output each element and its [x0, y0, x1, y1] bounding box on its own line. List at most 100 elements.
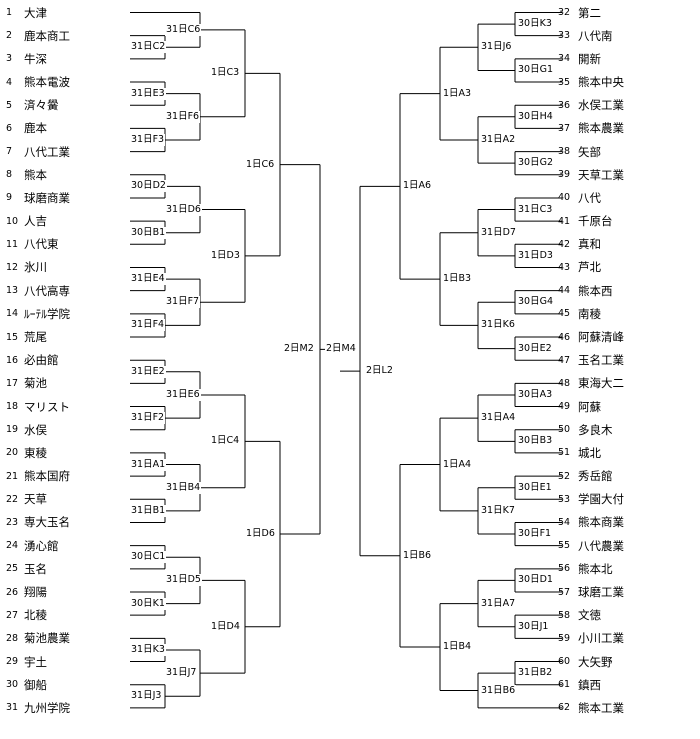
team-number: 22	[6, 493, 19, 505]
team-number: 47	[558, 354, 571, 366]
team-name: 八代	[578, 190, 601, 205]
match-label: 1日B6	[402, 549, 433, 562]
team-number: 20	[6, 447, 19, 459]
semifinal-label: 2日M2	[283, 343, 315, 356]
team-name: 大矢野	[578, 654, 613, 669]
team-number: 43	[558, 261, 571, 273]
team-number: 26	[6, 586, 19, 598]
team-name: 玉名工業	[578, 353, 624, 368]
team-name: 八代高専	[24, 283, 70, 298]
team-row: 54 熊本商業	[558, 513, 693, 531]
match-label: 30日A3	[517, 388, 554, 401]
match-label: 31日K3	[130, 643, 166, 656]
team-name: 熊本商業	[578, 515, 624, 530]
team-name: 学園大付	[578, 492, 624, 507]
team-number: 35	[558, 76, 571, 88]
team-name: 熊本工業	[578, 700, 624, 715]
team-number: 48	[558, 377, 571, 389]
team-row: 43 芦北	[558, 258, 693, 276]
team-number: 16	[6, 354, 19, 366]
match-label: 31日D6	[165, 203, 202, 216]
match-label: 1日A4	[442, 458, 473, 471]
team-number: 8	[6, 169, 13, 181]
team-name: 牛深	[24, 51, 47, 66]
team-number: 37	[558, 122, 571, 134]
team-name: 熊本	[24, 167, 47, 182]
match-label: 1日D3	[210, 249, 241, 262]
team-name: 第二	[578, 5, 601, 20]
match-label: 31日F4	[130, 319, 166, 332]
team-name: 南稜	[578, 306, 601, 321]
match-label: 31日J3	[130, 690, 163, 703]
team-number: 23	[6, 516, 19, 528]
team-name: 八代農業	[578, 538, 624, 553]
team-name: 鹿本商工	[24, 28, 70, 43]
team-name: 阿蘇	[578, 399, 601, 414]
team-name: 菊池	[24, 376, 47, 391]
team-number: 41	[558, 215, 571, 227]
team-number: 1	[6, 7, 13, 18]
team-number: 10	[6, 215, 19, 227]
match-label: 1日A6	[402, 180, 433, 193]
team-name: 宇土	[24, 654, 47, 669]
team-name: 八代東	[24, 237, 59, 252]
team-number: 34	[558, 53, 571, 65]
team-name: 玉名	[24, 561, 47, 576]
team-number: 56	[558, 563, 571, 575]
team-name: 芦北	[578, 260, 601, 275]
team-number: 39	[558, 169, 571, 181]
team-name: 熊本国府	[24, 469, 70, 484]
team-name: 八代南	[578, 28, 613, 43]
team-number: 60	[558, 656, 571, 668]
team-row: 21 熊本国府	[6, 467, 132, 485]
match-label: 31日E2	[130, 365, 166, 378]
team-name: 専大玉名	[24, 515, 70, 530]
team-number: 21	[6, 470, 19, 482]
match-label: 31日C2	[130, 41, 167, 54]
team-number: 59	[558, 632, 571, 644]
team-number: 54	[558, 516, 571, 528]
team-number: 42	[558, 238, 571, 250]
team-name: 必由館	[24, 353, 59, 368]
team-name: 天草	[24, 492, 47, 507]
team-number: 12	[6, 261, 19, 273]
team-number: 19	[6, 424, 19, 436]
match-label: 30日E1	[517, 481, 553, 494]
team-row: 41 千原台	[558, 212, 693, 230]
match-label: 31日K7	[480, 504, 516, 517]
team-name: 千原台	[578, 214, 613, 229]
match-label: 1日B4	[442, 641, 473, 654]
team-number: 17	[6, 377, 19, 389]
match-label: 31日D5	[165, 574, 202, 587]
team-name: 鹿本	[24, 121, 47, 136]
match-label: 1日C3	[210, 67, 241, 80]
team-number: 27	[6, 609, 19, 621]
